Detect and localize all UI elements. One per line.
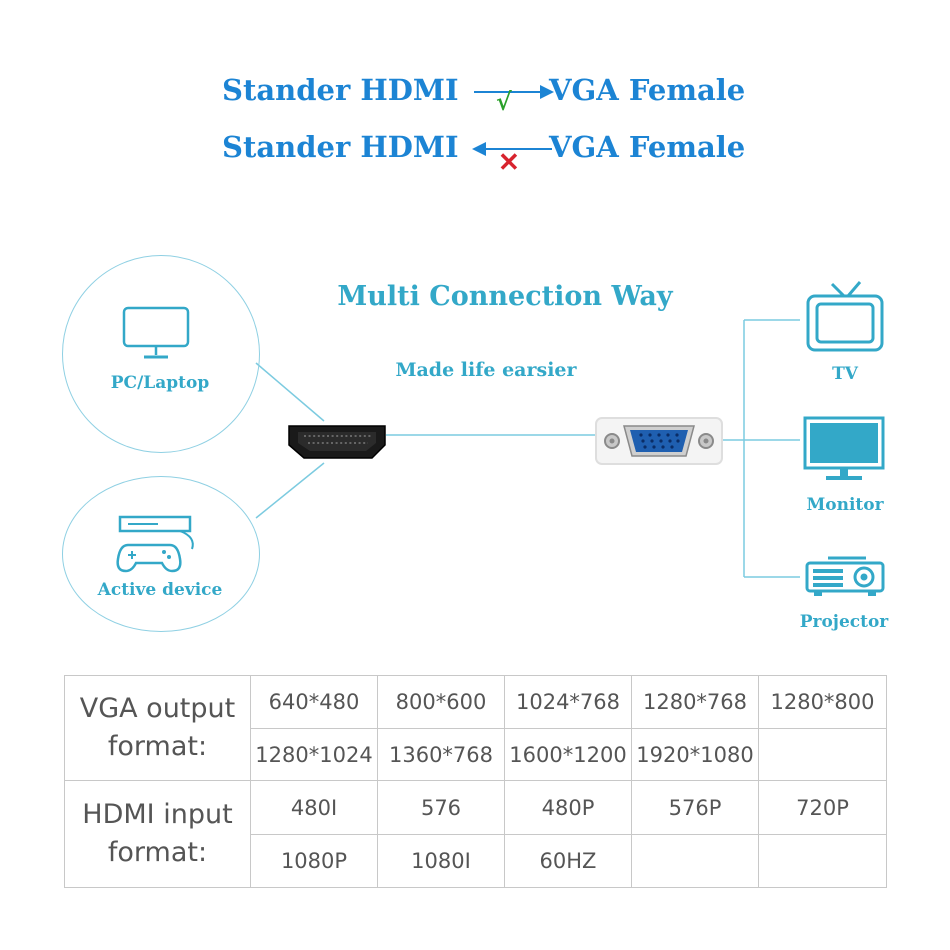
tv-icon: [806, 281, 884, 352]
table-cell: 1280*1024: [250, 728, 378, 781]
laptop-icon: [122, 306, 190, 359]
table-cell: 800*600: [377, 675, 505, 729]
table-row: VGA output format: 640*480 800*600 1024*…: [64, 675, 887, 781]
hdmi-plug-icon: [288, 425, 386, 459]
table-cell: 576: [377, 780, 505, 835]
table-cell: 1280*768: [631, 675, 759, 729]
diagram-subtitle: Made life earsier: [395, 359, 577, 381]
game-console-icon: [116, 515, 194, 573]
table-cell: 576P: [631, 780, 759, 835]
vga-output-header: VGA output format:: [64, 675, 251, 781]
table-cell: 1920*1080: [631, 728, 759, 781]
table-cell: [758, 834, 887, 888]
table-row: 1280*1024 1360*768 1600*1200 1920*1080: [65, 728, 887, 781]
pc-laptop-node: [62, 255, 260, 453]
table-cell: [631, 834, 759, 888]
table-cell: [758, 728, 887, 781]
table-row: HDMI input format: 480I 576 480P 576P 72…: [64, 780, 887, 888]
unsupported-source-label: Stander HDMI: [222, 130, 459, 164]
vga-female-connector-icon: [595, 417, 723, 465]
cross-mark-icon: ✕: [498, 148, 520, 178]
table-cell: 1360*768: [377, 728, 505, 781]
table-cell: 1080P: [250, 834, 378, 888]
arrow-left-icon: [472, 142, 552, 156]
table-row: 1080P 1080I 60HZ: [65, 834, 887, 888]
monitor-label: Monitor: [806, 495, 884, 515]
hdmi-input-header: HDMI input format:: [64, 780, 251, 888]
table-cell: 1024*768: [504, 675, 632, 729]
table-cell: 480I: [250, 780, 378, 835]
table-cell: 1600*1200: [504, 728, 632, 781]
supported-source-label: Stander HDMI: [222, 73, 459, 107]
active-device-label: Active device: [97, 580, 223, 600]
table-cell: 640*480: [250, 675, 378, 729]
table-cell: 1080I: [377, 834, 505, 888]
unsupported-target-label: VGA Female: [549, 130, 746, 164]
table-cell: 1280*800: [758, 675, 887, 729]
pc-laptop-label: PC/Laptop: [110, 373, 210, 393]
tv-label: TV: [832, 364, 858, 384]
arrow-right-icon: [474, 85, 554, 99]
active-device-node: [62, 476, 260, 632]
table-cell: 720P: [758, 780, 887, 835]
table-cell: 480P: [504, 780, 632, 835]
diagram-title: Multi Connection Way: [337, 281, 673, 312]
format-table: VGA output format: 640*480 800*600 1024*…: [64, 675, 887, 888]
connection-lines: [255, 319, 800, 578]
monitor-icon: [803, 416, 885, 480]
check-mark-icon: √: [496, 87, 512, 116]
projector-icon: [805, 556, 885, 596]
table-cell: 60HZ: [504, 834, 632, 888]
projector-label: Projector: [799, 612, 889, 632]
supported-target-label: VGA Female: [549, 73, 746, 107]
